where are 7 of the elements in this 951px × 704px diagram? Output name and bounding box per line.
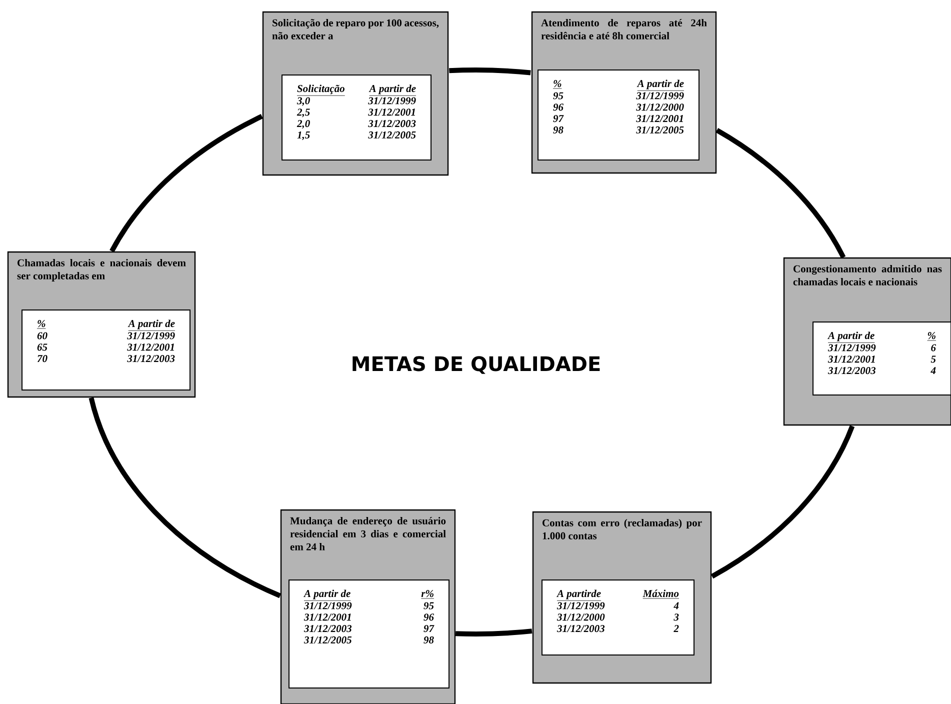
data-table: % A partir de 60 31/12/1999 65 31/12/2001 70 31/12/2003: [22, 309, 190, 390]
data-table: A partir de r% 31/12/1999 95 31/12/2001 96 31/12/2003 97 31/12/2005 98: [288, 579, 450, 688]
data-table: % A partir de 95 31/12/1999 96 31/12/2000 97 31/12/2001 98 31/12/2005: [538, 70, 700, 160]
data-table: Solicitação A partir de 3,0 31/12/1999 2,5 31/12/2001 2,0 31/12/2003 1,5 31/12/2005: [282, 74, 432, 160]
data-table: A partir de % 31/12/1999 6 31/12/2001 5 31/12/2003 4: [812, 322, 951, 396]
title: METAS DE QUALIDADE: [352, 356, 600, 374]
data-table: A partirde Máximo 31/12/1999 4 31/12/2000 3 31/12/2003 2: [542, 579, 694, 656]
